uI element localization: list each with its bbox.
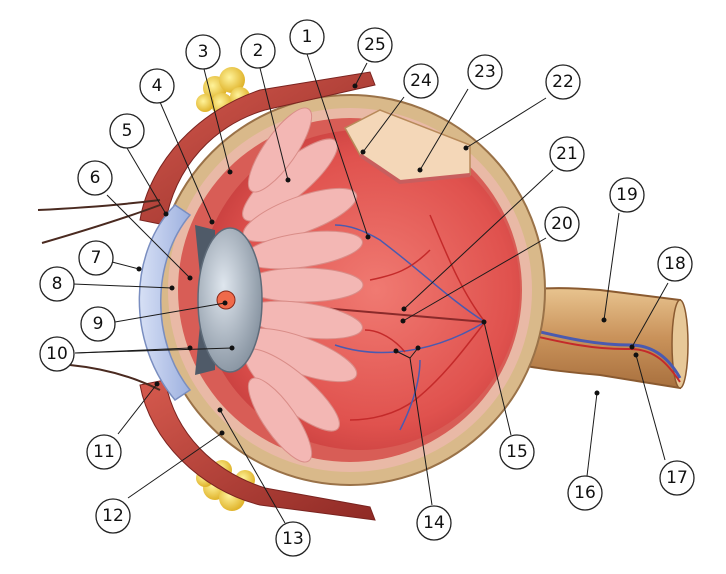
callout-6: 6 [77, 160, 113, 196]
callout-10: 10 [39, 336, 75, 372]
svg-text:19: 19 [616, 185, 638, 205]
svg-text:15: 15 [506, 442, 528, 462]
callout-5: 5 [109, 113, 145, 149]
svg-text:22: 22 [552, 72, 574, 92]
callout-16: 16 [567, 475, 603, 511]
svg-text:10: 10 [46, 344, 68, 364]
callout-8: 8 [39, 266, 75, 302]
callouts: 1 2 3 4 5 6 7 8 9 10 11 12 13 14 15 16 1… [39, 19, 695, 557]
svg-text:18: 18 [664, 254, 686, 274]
cornea [138, 204, 192, 401]
pupil [216, 290, 236, 310]
inferior-rectus-muscle [139, 379, 376, 521]
svg-text:9: 9 [93, 314, 104, 334]
callout-15: 15 [499, 434, 535, 470]
callout-19: 19 [609, 177, 645, 213]
callout-13: 13 [275, 521, 311, 557]
callout-18: 18 [657, 246, 693, 282]
svg-text:1: 1 [302, 27, 313, 47]
callout-7: 7 [78, 240, 114, 276]
callout-9: 9 [80, 306, 116, 342]
eyeball-illustration [37, 67, 689, 521]
svg-text:17: 17 [666, 468, 688, 488]
svg-text:7: 7 [91, 248, 102, 268]
svg-text:3: 3 [198, 42, 209, 62]
callout-20: 20 [544, 206, 580, 242]
callout-17: 17 [659, 460, 695, 496]
callout-14: 14 [416, 505, 452, 541]
svg-text:16: 16 [574, 483, 596, 503]
callout-24: 24 [403, 63, 439, 99]
leader-lines [72, 53, 669, 524]
svg-text:21: 21 [556, 144, 578, 164]
svg-text:20: 20 [551, 214, 573, 234]
svg-text:23: 23 [474, 62, 496, 82]
callout-11: 11 [86, 434, 122, 470]
svg-text:24: 24 [410, 71, 432, 91]
callout-3: 3 [185, 34, 221, 70]
callout-12: 12 [95, 498, 131, 534]
callout-21: 21 [549, 136, 585, 172]
optic-nerve-end [671, 299, 689, 389]
svg-text:6: 6 [90, 168, 101, 188]
retinal-vessels [334, 214, 486, 431]
callout-2: 2 [240, 33, 276, 69]
svg-text:2: 2 [253, 41, 264, 61]
svg-text:12: 12 [102, 506, 124, 526]
callout-4: 4 [139, 68, 175, 104]
svg-text:14: 14 [423, 513, 445, 533]
callout-22: 22 [545, 64, 581, 100]
svg-text:25: 25 [364, 35, 386, 55]
callout-23: 23 [467, 54, 503, 90]
callout-1: 1 [289, 19, 325, 55]
svg-text:5: 5 [122, 121, 133, 141]
svg-text:8: 8 [52, 274, 63, 294]
callout-25: 25 [357, 27, 393, 63]
svg-text:11: 11 [93, 442, 115, 462]
anchor-dots [136, 83, 639, 436]
svg-text:13: 13 [282, 529, 304, 549]
eyelashes [37, 199, 161, 391]
svg-text:4: 4 [152, 76, 163, 96]
ciliary-processes [242, 107, 364, 463]
